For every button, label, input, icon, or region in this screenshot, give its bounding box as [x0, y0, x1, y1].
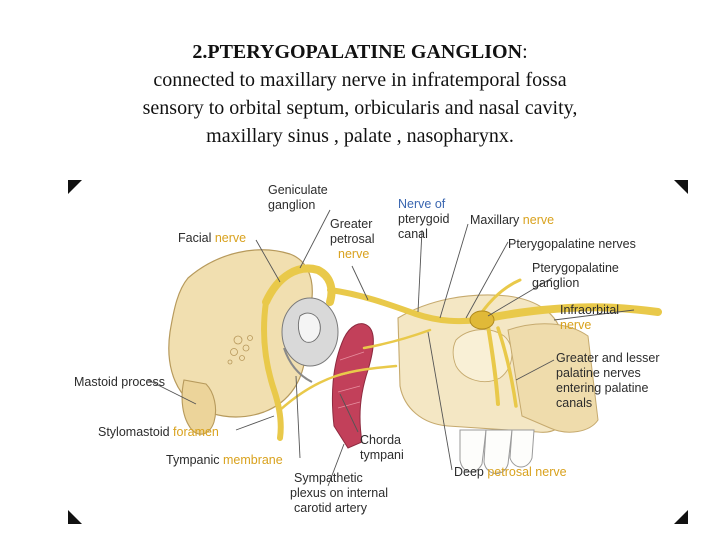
mastoid-process — [181, 379, 217, 435]
label-chorda-tympani: Chorda tympani — [360, 433, 404, 462]
slide-heading-colon: : — [522, 41, 528, 63]
pterygopalatine-branch — [480, 278, 522, 314]
corner-mark-bottom-left — [68, 510, 82, 524]
label-mastoid-process: Mastoid process — [74, 375, 165, 389]
label-geniculate-ganglion: Geniculate ganglion — [268, 183, 331, 212]
maxillary-nerve — [474, 303, 662, 324]
pterygopalatine-ganglion-body — [469, 310, 495, 330]
label-greater-petrosal-nerve: Greater petrosal nerve — [330, 217, 378, 261]
label-facial-nerve: Facial nerve — [178, 231, 246, 245]
slide-line-connection: connected to maxillary nerve in infratem… — [153, 69, 567, 91]
corner-mark-top-right — [674, 180, 688, 194]
teeth — [459, 429, 535, 474]
greater-palatine-nerve — [486, 324, 500, 406]
label-pterygopalatine-ganglion: Pterygopalatine ganglion — [532, 261, 622, 290]
label-infraorbital-nerve: Infraorbital nerve — [560, 303, 623, 332]
ossicles — [297, 312, 321, 343]
mastoid-air-cells — [227, 335, 253, 365]
label-maxillary-nerve: Maxillary nerve — [470, 213, 554, 227]
internal-carotid-artery — [332, 323, 374, 449]
maxilla — [507, 323, 599, 433]
label-sympathetic-plexus: Sympathetic plexus on internal carotid a… — [290, 471, 391, 515]
slide-heading: 2.PTERYGOPALATINE GANGLION — [192, 41, 523, 63]
facial-nerve-descending — [261, 299, 284, 441]
slide-line-sensory: sensory to orbital septum, orbicularis a… — [142, 97, 578, 119]
deep-petrosal-nerve-path — [362, 328, 432, 350]
label-palatine-nerves: Greater and lesser palatine nerves enter… — [556, 351, 663, 410]
leader-lines — [147, 209, 635, 487]
pterygoid-fossa — [452, 329, 513, 382]
label-stylomastoid-foramen: Stylomastoid foramen — [98, 425, 219, 439]
label-tympanic-membrane: Tympanic membrane — [166, 453, 283, 467]
diagram-svg: Geniculate ganglion Facial nerve Greater… — [68, 180, 688, 524]
pterygopalatine-diagram: Geniculate ganglion Facial nerve Greater… — [68, 180, 688, 524]
corner-mark-top-left — [68, 180, 82, 194]
label-deep-petrosal-nerve: Deep petrosal nerve — [454, 465, 567, 479]
tympanic-membrane-shape — [283, 347, 313, 383]
nerve-pathways — [261, 264, 662, 441]
chorda-tympani-nerve — [278, 364, 398, 412]
slide-line-regions: maxillary sinus , palate , nasopharynx. — [206, 125, 514, 147]
slide-heading-line: 2.PTERYGOPALATINE GANGLION: — [0, 38, 720, 66]
corner-mark-bottom-right — [674, 510, 688, 524]
slide-text-block: 2.PTERYGOPALATINE GANGLION: connected to… — [0, 38, 720, 150]
greater-petrosal-nerve — [327, 287, 481, 325]
lesser-palatine-nerve — [496, 326, 518, 408]
label-pterygopalatine-nerves: Pterygopalatine nerves — [508, 237, 636, 251]
label-nerve-of-pterygoid-canal: Nerve of pterygoid canal — [398, 197, 453, 241]
